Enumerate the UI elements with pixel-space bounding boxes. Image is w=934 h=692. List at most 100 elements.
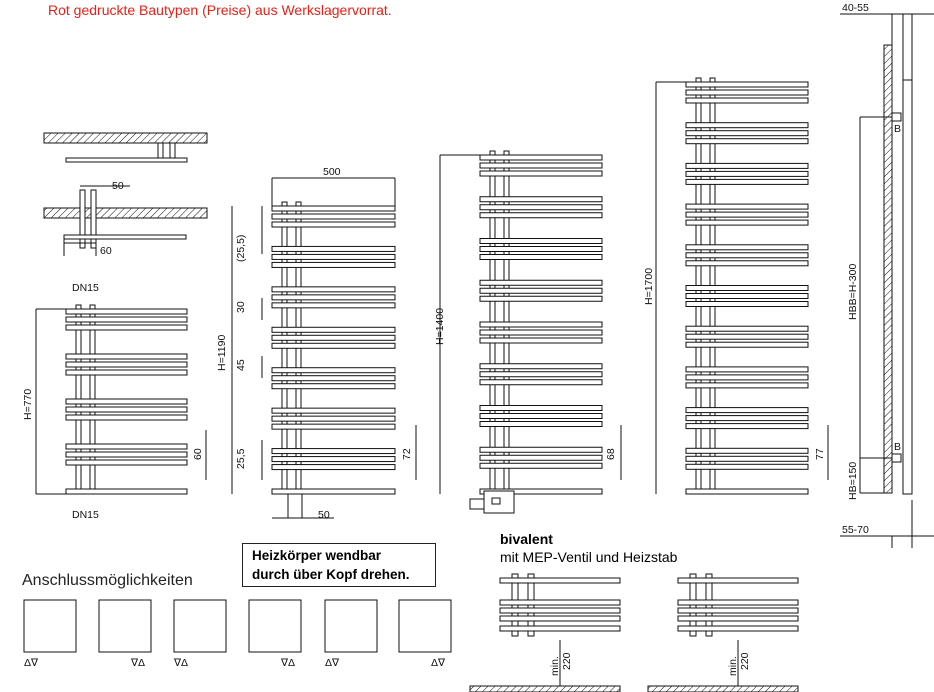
radiator-770 — [65, 304, 188, 495]
bivalent-tube — [677, 607, 799, 614]
radiator-tube — [65, 451, 188, 458]
radiator-tube — [271, 367, 396, 374]
radiator-tube — [271, 342, 396, 349]
dim-h1190: H=1190 — [216, 335, 228, 371]
radiator-tube — [479, 238, 603, 244]
bivalent-tube — [499, 577, 621, 584]
radiator-tube — [479, 337, 603, 344]
radiator-tube — [479, 162, 603, 169]
radiator-tube — [685, 293, 809, 299]
radiator-tube — [685, 244, 809, 251]
radiator-tube — [685, 203, 809, 210]
radiator-tube — [271, 383, 396, 390]
bivalent-tube — [677, 599, 799, 606]
connection-box — [398, 599, 452, 653]
bivalent-tube — [677, 615, 799, 622]
radiator-tube — [271, 456, 396, 463]
radiator-tube — [271, 334, 396, 341]
radiator-tube — [479, 379, 603, 386]
stock-note: Rot gedruckte Bautypen (Preise) aus Werk… — [48, 2, 392, 18]
floor-hatch — [469, 685, 621, 692]
radiator-tube — [271, 205, 396, 212]
radiator-tube — [65, 324, 188, 331]
radiator-tube — [479, 254, 603, 260]
radiator-tube — [65, 398, 188, 405]
dim-side-55-70: 55-70 — [842, 524, 869, 536]
side-wall-view — [43, 185, 208, 256]
radiator-1700 — [685, 77, 809, 495]
radiator-tube — [685, 162, 809, 169]
connections-title: Anschlussmöglichkeiten — [22, 572, 193, 589]
radiator-tube — [685, 122, 809, 129]
dimension-lines — [35, 81, 829, 519]
radiator-tube — [685, 219, 809, 226]
floor-hatch — [647, 685, 799, 692]
radiator-tube — [479, 488, 603, 495]
dim-45: 45 — [235, 359, 247, 371]
dim-60: 60 — [192, 448, 204, 460]
dim-h770: H=770 — [22, 389, 34, 420]
connection-option: Δ∇ — [324, 599, 378, 669]
radiator-tube — [271, 221, 396, 228]
connection-option: Δ∇ — [23, 599, 77, 669]
radiator-tube — [685, 341, 809, 348]
dim-77: 77 — [814, 448, 826, 460]
bivalent-tube — [499, 615, 621, 622]
radiator-tube — [479, 212, 603, 219]
connection-symbols: ∇Δ — [280, 657, 295, 669]
rotate-note-line1: Heizkörper wendbar — [252, 548, 382, 563]
valve-head — [469, 498, 485, 510]
radiator-tube — [271, 302, 396, 309]
bracket-b-top: B — [894, 123, 901, 135]
radiator-tube — [685, 488, 809, 495]
radiator-tube — [65, 414, 188, 421]
radiator-tube — [65, 353, 188, 360]
min-value: 220 — [561, 652, 573, 670]
min-label: min. — [727, 656, 739, 676]
min-label: min. — [549, 656, 561, 676]
bivalent-tube — [499, 607, 621, 614]
side-view — [840, 13, 934, 548]
radiator-tube — [479, 295, 603, 302]
radiator-tube — [685, 211, 809, 218]
dim-50-top: 50 — [112, 180, 124, 192]
bivalent-title: bivalent — [500, 531, 553, 547]
radiator-tube — [479, 154, 603, 161]
radiator-tube — [479, 371, 603, 378]
connection-box — [98, 599, 152, 653]
radiator-tube — [685, 252, 809, 259]
radiator-tube — [685, 407, 809, 414]
radiator-1400 — [479, 150, 603, 495]
connection-symbols: Δ∇ — [325, 657, 340, 669]
radiator-tube — [271, 423, 396, 430]
radiator-tube — [479, 321, 603, 328]
dim-dn15-top: DN15 — [72, 282, 99, 294]
connection-box — [248, 599, 302, 653]
connection-box — [23, 599, 77, 653]
radiator-tube — [271, 245, 396, 252]
connection-symbols: ∇Δ — [130, 657, 145, 669]
radiator-tube — [685, 463, 809, 470]
mep-valve — [469, 490, 515, 514]
radiator-tube — [685, 325, 809, 332]
radiator-tube — [271, 261, 396, 268]
dim-hb: HB=150 — [847, 462, 859, 500]
radiator-tube — [685, 97, 809, 104]
dim-500: 500 — [323, 166, 341, 178]
rotate-note-line2: durch über Kopf drehen. — [252, 567, 410, 582]
radiator-tube — [271, 407, 396, 414]
radiator-tube — [271, 286, 396, 293]
radiator-tube — [685, 285, 809, 291]
bracket-b-bottom: B — [894, 441, 901, 453]
radiator-tube — [685, 170, 809, 177]
radiator-tube — [271, 415, 396, 422]
radiator-tube — [685, 447, 809, 454]
radiator-1190 — [271, 201, 396, 495]
radiator-tube — [65, 459, 188, 466]
dim-h1400: H=1400 — [434, 308, 446, 345]
connection-symbols: Δ∇ — [431, 657, 446, 669]
radiator-tube — [65, 406, 188, 413]
radiator-tube — [65, 369, 188, 376]
dim-hbb: HBB=H-300 — [847, 264, 859, 320]
radiator-tube — [479, 287, 603, 294]
